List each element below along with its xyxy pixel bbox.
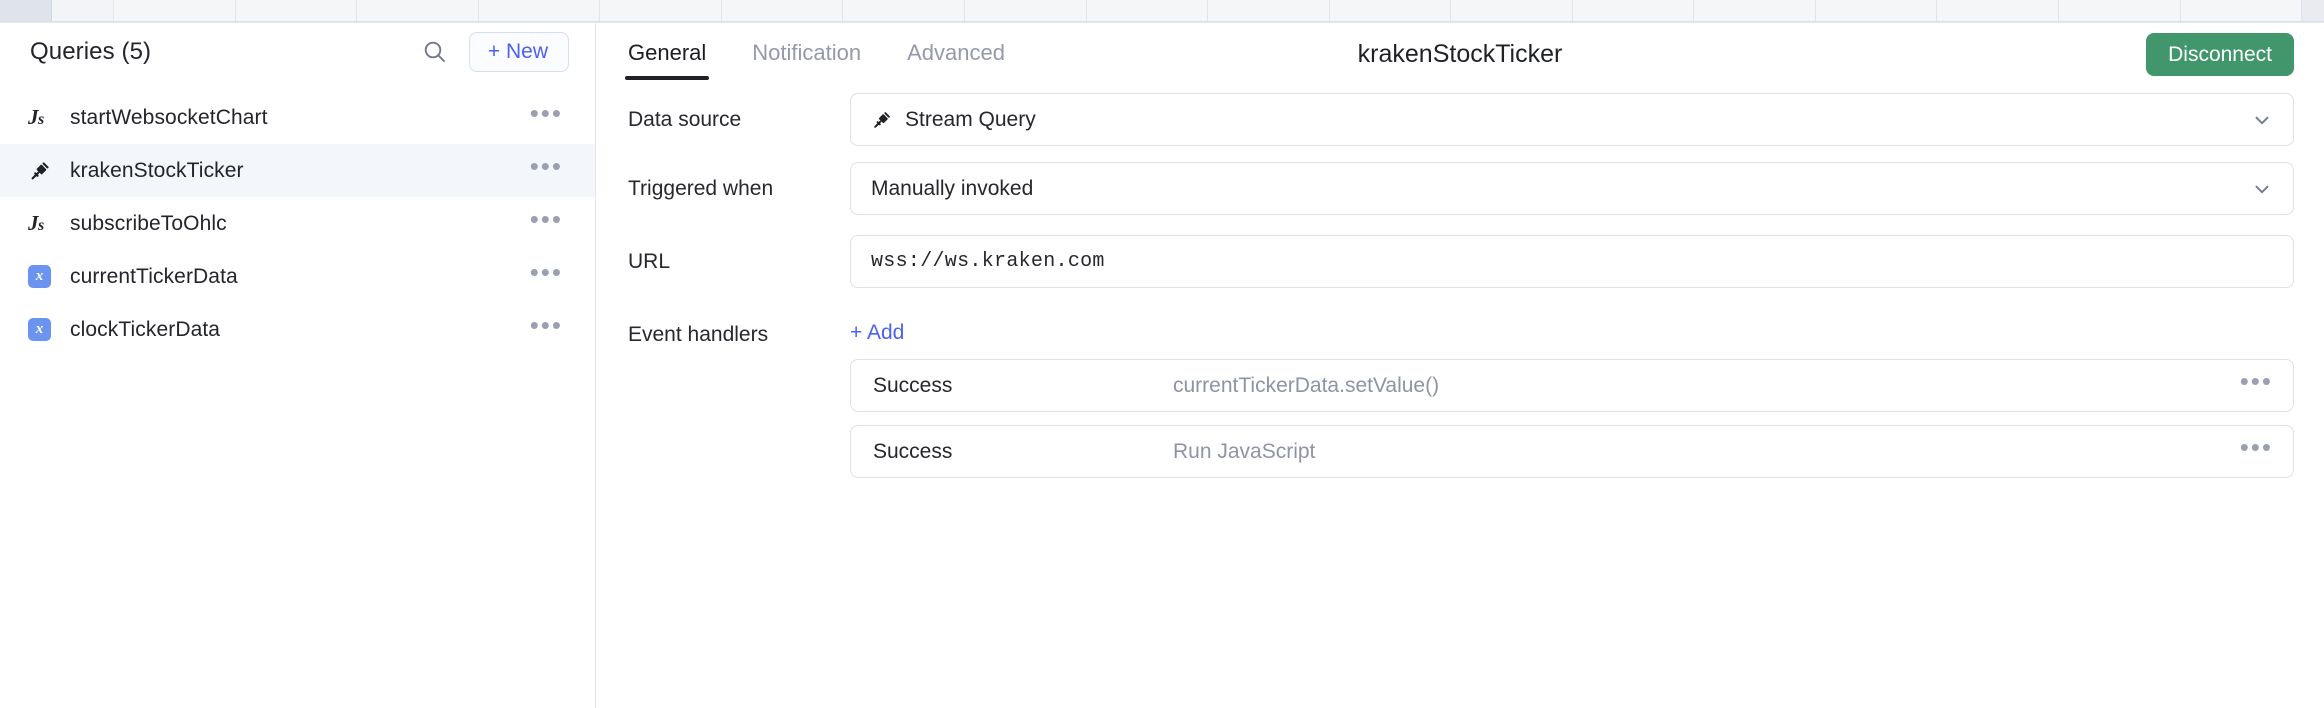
add-event-handler-button[interactable]: + Add — [850, 321, 905, 344]
plug-icon — [871, 109, 893, 131]
spreadsheet-cell — [114, 0, 236, 21]
spreadsheet-cell — [1694, 0, 1816, 21]
event-handlers-row: Event handlers + Add Success currentTick… — [628, 308, 2294, 491]
spreadsheet-cell — [964, 0, 1087, 21]
search-icon[interactable] — [415, 32, 455, 72]
event-handlers-label: Event handlers — [628, 323, 769, 346]
list-item-subscribeToOhlc[interactable]: Js subscribeToOhlc ••• — [0, 197, 595, 250]
list-item-label: currentTickerData — [70, 264, 238, 288]
js-icon: Js — [28, 211, 44, 235]
queries-title: Queries (5) — [30, 38, 152, 65]
spreadsheet-cell — [1815, 0, 1938, 21]
event-handler-action: Run JavaScript — [1173, 439, 1316, 463]
spreadsheet-cell — [721, 0, 844, 21]
event-handler-event: Success — [873, 373, 953, 397]
spreadsheet-cell — [1086, 0, 1209, 21]
list-item-startWebsocketChart[interactable]: Js startWebsocketChart ••• — [0, 91, 595, 144]
event-handler-row-2[interactable]: Success Run JavaScript ••• — [850, 425, 2294, 478]
spreadsheet-cell — [1329, 0, 1452, 21]
event-handler-event: Success — [873, 439, 953, 463]
event-handler-action: currentTickerData.setValue() — [1173, 373, 1440, 397]
list-item-label: subscribeToOhlc — [70, 211, 227, 235]
disconnect-button[interactable]: Disconnect — [2146, 32, 2294, 76]
data-source-select[interactable]: Stream Query — [850, 93, 2294, 146]
triggered-when-select[interactable]: Manually invoked — [850, 162, 2294, 215]
query-settings-form: Data source — [596, 85, 2324, 491]
spreadsheet-cell — [1937, 0, 2059, 21]
query-panel: Queries (5) + New Js startWebsocketChart… — [0, 22, 2324, 708]
triggered-when-value: Manually invoked — [871, 176, 1034, 200]
list-item-clockTickerData[interactable]: x clockTickerData ••• — [0, 303, 595, 356]
spreadsheet-cell — [235, 0, 358, 21]
spreadsheet-cell — [2059, 0, 2181, 21]
spreadsheet-corner-cell — [0, 0, 52, 21]
background-spreadsheet-strip — [0, 0, 2324, 22]
queries-sidebar-header: Queries (5) + New — [0, 23, 595, 81]
list-item-menu-icon[interactable]: ••• — [529, 150, 563, 181]
spreadsheet-scrollbar-area[interactable] — [2302, 0, 2324, 21]
plug-icon — [28, 157, 58, 185]
spreadsheet-cell — [600, 0, 722, 21]
chevron-down-icon[interactable] — [2251, 178, 2273, 200]
variable-x-icon: x — [28, 263, 58, 291]
spreadsheet-cell — [1572, 0, 1695, 21]
list-item-label: startWebsocketChart — [70, 105, 268, 129]
url-row: URL wss://ws.kraken.com — [628, 235, 2294, 288]
triggered-when-label: Triggered when — [628, 177, 774, 200]
triggered-when-row: Triggered when Manually invoked — [628, 162, 2294, 215]
url-label: URL — [628, 250, 671, 273]
spreadsheet-cell — [478, 0, 601, 21]
queries-list: Js startWebsocketChart ••• — [0, 91, 595, 356]
data-source-row: Data source — [628, 93, 2294, 146]
list-item-menu-icon[interactable]: ••• — [529, 97, 563, 128]
chevron-down-icon[interactable] — [2251, 109, 2273, 131]
data-source-label: Data source — [628, 108, 742, 131]
data-source-value: Stream Query — [905, 107, 1036, 131]
tab-general[interactable]: General — [624, 42, 710, 80]
query-tabs: General Notification Advanced — [624, 23, 1051, 85]
spreadsheet-column-headers — [114, 0, 2303, 21]
list-item-label: krakenStockTicker — [70, 158, 244, 182]
spreadsheet-cell — [1208, 0, 1330, 21]
list-item-krakenStockTicker[interactable]: krakenStockTicker ••• — [0, 144, 595, 197]
url-input[interactable]: wss://ws.kraken.com — [850, 235, 2294, 288]
query-detail-pane: General Notification Advanced krakenStoc… — [596, 23, 2324, 708]
spreadsheet-cell — [357, 0, 479, 21]
new-query-button[interactable]: + New — [468, 32, 569, 72]
query-detail-header: General Notification Advanced krakenStoc… — [596, 23, 2324, 85]
event-handlers-column: + Add Success currentTickerData.setValue… — [850, 308, 2294, 491]
event-handler-row-1[interactable]: Success currentTickerData.setValue() ••• — [850, 359, 2294, 412]
spreadsheet-gutter — [52, 0, 114, 21]
list-item-menu-icon[interactable]: ••• — [529, 256, 563, 287]
list-item-currentTickerData[interactable]: x currentTickerData ••• — [0, 250, 595, 303]
event-handler-menu-icon[interactable]: ••• — [2239, 431, 2273, 462]
queries-sidebar: Queries (5) + New Js startWebsocketChart… — [0, 23, 596, 708]
event-handler-menu-icon[interactable]: ••• — [2239, 365, 2273, 396]
url-value: wss://ws.kraken.com — [871, 250, 1105, 273]
variable-x-icon: x — [28, 316, 58, 344]
list-item-menu-icon[interactable]: ••• — [529, 309, 563, 340]
spreadsheet-cell — [1451, 0, 1573, 21]
tab-advanced[interactable]: Advanced — [907, 40, 1005, 65]
spreadsheet-cell — [843, 0, 965, 21]
tab-notification[interactable]: Notification — [752, 40, 862, 65]
spreadsheet-cell — [2180, 0, 2303, 21]
js-icon: Js — [28, 105, 44, 129]
list-item-menu-icon[interactable]: ••• — [529, 203, 563, 234]
list-item-label: clockTickerData — [70, 317, 221, 341]
